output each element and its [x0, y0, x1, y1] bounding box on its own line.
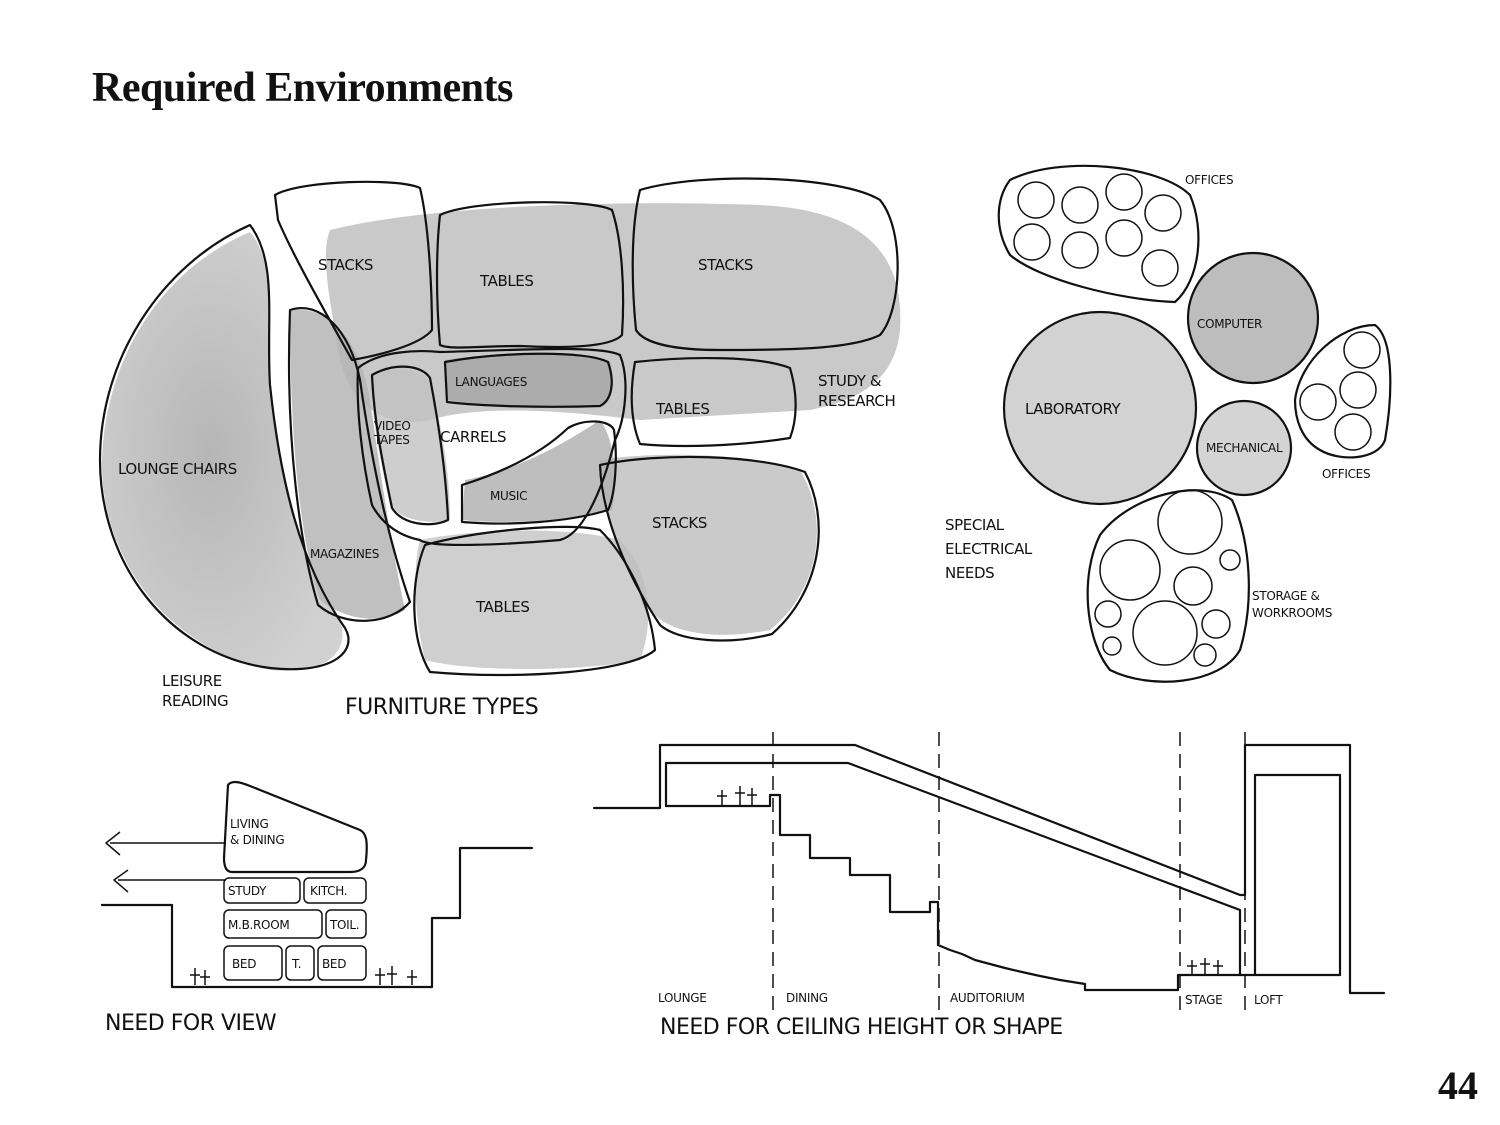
label-t: T.	[291, 957, 301, 971]
zone-tables-1	[435, 201, 625, 349]
caption-need-for-view: NEED FOR VIEW	[105, 1011, 277, 1036]
zone-languages	[443, 352, 613, 408]
zone-storage	[1086, 489, 1250, 683]
zone-tables-2	[630, 356, 797, 448]
zone-tables-3	[413, 525, 657, 677]
label-dining: DINING	[786, 991, 828, 1005]
page-number: 44	[1438, 1063, 1478, 1108]
label-toil: TOIL.	[329, 918, 359, 932]
label-video: VIDEO	[374, 419, 411, 433]
label-laboratory: LABORATORY	[1025, 400, 1122, 418]
label-music: MUSIC	[490, 489, 527, 503]
label-storage: STORAGE &	[1252, 589, 1320, 603]
label-study-research-2: RESEARCH	[818, 392, 895, 410]
zone-magazines	[287, 307, 412, 622]
label-mechanical: MECHANICAL	[1206, 441, 1283, 455]
block-bed-2	[317, 945, 367, 981]
label-lounge-chairs: LOUNGE CHAIRS	[118, 460, 237, 478]
library-bubble-diagram	[98, 177, 901, 677]
label-and-dining: & DINING	[230, 833, 284, 847]
label-lounge: LOUNGE	[658, 991, 707, 1005]
label-stacks-1: STACKS	[318, 256, 373, 274]
zone-computer	[1186, 251, 1320, 385]
zone-mechanical	[1195, 399, 1293, 497]
label-reading: READING	[162, 692, 228, 710]
ceiling-section-labels: LOUNGE DINING AUDITORIUM STAGE LOFT NEED…	[658, 991, 1284, 1040]
special-needs-labels: OFFICES COMPUTER LABORATORY MECHANICAL O…	[945, 173, 1371, 620]
label-kitch: KITCH.	[310, 884, 347, 898]
block-mb-room	[223, 909, 323, 939]
zone-video-tapes	[370, 365, 450, 526]
label-tables-3: TABLES	[475, 598, 530, 616]
label-tables-2: TABLES	[655, 400, 710, 418]
ceiling-section-diagram	[592, 732, 1386, 1015]
label-needs: NEEDS	[945, 564, 994, 582]
view-section-labels: LIVING & DINING STUDY KITCH. M.B.ROOM TO…	[105, 817, 360, 1036]
label-living: LIVING	[230, 817, 268, 831]
label-study: STUDY	[228, 884, 267, 898]
block-study	[223, 877, 301, 904]
label-languages: LANGUAGES	[455, 375, 527, 389]
zone-laboratory	[1002, 310, 1198, 506]
label-mb-room: M.B.ROOM	[228, 918, 289, 932]
label-bed-2: BED	[322, 957, 346, 971]
library-bubble-labels: LOUNGE CHAIRS STACKS TABLES STACKS LANGU…	[118, 256, 896, 720]
view-section-diagram	[100, 780, 534, 989]
block-toil	[325, 909, 367, 939]
zone-carrels	[356, 347, 627, 547]
label-loft: LOFT	[1254, 993, 1283, 1007]
label-leisure: LEISURE	[162, 672, 222, 690]
label-study-research-1: STUDY &	[818, 372, 882, 390]
zone-offices-top	[997, 164, 1200, 304]
label-carrels: CARRELS	[440, 428, 506, 446]
label-stage: STAGE	[1185, 993, 1222, 1007]
zone-stacks-2	[631, 177, 899, 352]
caption-need-for-ceiling: NEED FOR CEILING HEIGHT OR SHAPE	[660, 1015, 1063, 1040]
zone-offices-right	[1293, 323, 1392, 459]
page-title: Required Environments	[92, 65, 513, 111]
label-auditorium: AUDITORIUM	[950, 991, 1025, 1005]
label-workrooms: WORKROOMS	[1252, 606, 1332, 620]
label-magazines: MAGAZINES	[310, 547, 379, 561]
label-electrical: ELECTRICAL	[945, 540, 1033, 558]
zone-lounge-chairs	[98, 223, 350, 671]
label-tables-1: TABLES	[479, 272, 534, 290]
label-offices-top: OFFICES	[1185, 173, 1233, 187]
block-t	[285, 945, 315, 981]
label-stacks-2: STACKS	[698, 256, 753, 274]
label-computer: COMPUTER	[1197, 317, 1262, 331]
label-furniture-types: FURNITURE TYPES	[345, 695, 538, 720]
special-needs-bubble-diagram	[997, 164, 1392, 683]
block-kitch	[303, 877, 367, 904]
zone-stacks-1	[273, 180, 434, 362]
zone-music	[460, 420, 617, 525]
label-stacks-3: STACKS	[652, 514, 707, 532]
block-bed-1	[223, 945, 283, 981]
label-bed-1: BED	[232, 957, 256, 971]
label-special: SPECIAL	[945, 516, 1005, 534]
block-living-dining	[222, 780, 368, 874]
label-tapes: TAPES	[373, 433, 410, 447]
label-offices-right: OFFICES	[1322, 467, 1370, 481]
